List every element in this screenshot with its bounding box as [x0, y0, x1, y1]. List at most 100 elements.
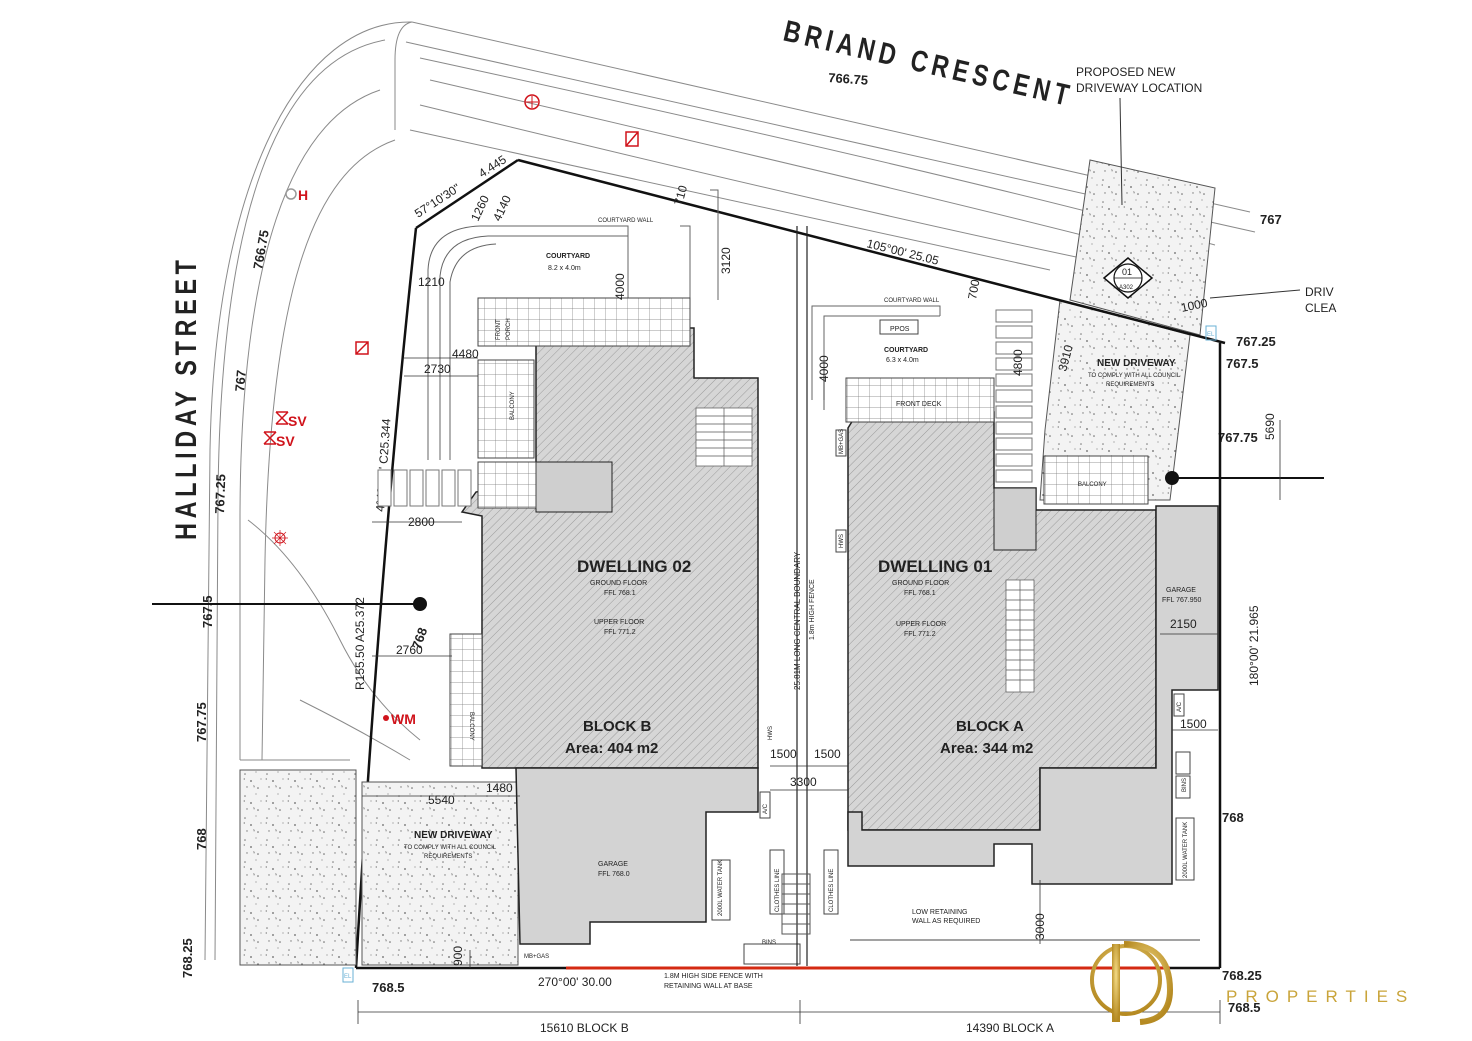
d02-front-porch-2: PORCH	[506, 318, 512, 340]
logo-text: PROPERTIES	[1226, 987, 1415, 1006]
new-driveway-a-line2: REQUIREMENTS	[1106, 382, 1154, 388]
brand-logo: PROPERTIES	[1090, 941, 1415, 1025]
d02-upper-ffl: FFL 771.2	[604, 629, 636, 636]
d02-balcony-side: BALCONY	[468, 712, 474, 741]
dim-3120: 3120	[719, 247, 733, 274]
electric-pit-icon-1	[342, 967, 354, 983]
hydrant-label: H	[298, 187, 308, 203]
pit-icon-west	[355, 341, 369, 355]
d01-garage-ffl: FFL 767.950	[1162, 597, 1202, 604]
central-boundary-line1: 25.81M LONG CENTRAL BOUNDARY	[793, 551, 802, 690]
section-marker-num: 01	[1122, 267, 1132, 277]
proposed-driveway-line2: DRIVEWAY LOCATION	[1076, 81, 1202, 95]
drive-clearance-2: CLEA	[1305, 301, 1336, 315]
d01-ppos-box	[879, 319, 919, 335]
level-west-4: 767.5	[200, 595, 215, 628]
step-blocks-east	[995, 309, 1033, 483]
bearing-south: 270°00' 30.00	[538, 975, 612, 989]
dim-710: 710	[671, 183, 690, 206]
d02-ground-ffl: FFL 768.1	[604, 590, 636, 597]
new-driveway-b-title: NEW DRIVEWAY	[414, 830, 493, 841]
d02-ac: A/C	[763, 803, 769, 814]
level-west-3: 767.25	[212, 474, 228, 514]
dim-2800: 2800	[408, 515, 435, 529]
new-driveway-a-title: NEW DRIVEWAY	[1097, 358, 1176, 369]
dim-2150: 2150	[1170, 617, 1197, 631]
dim-1000: 1000	[1180, 296, 1209, 315]
section-marker: 01 A302	[1102, 257, 1154, 299]
level-north-3: 767.25	[1236, 334, 1276, 349]
front-porch-paving	[477, 297, 691, 347]
dim-3910: 3910	[1055, 343, 1076, 373]
d02-bins	[743, 943, 801, 965]
level-east-3: 768.25	[1222, 968, 1262, 983]
drive-leader	[1209, 289, 1301, 299]
d01-upper-ffl: FFL 771.2	[904, 631, 936, 638]
water-meter-label: WM	[391, 711, 416, 727]
dim-1210: 1210	[418, 275, 445, 289]
d02-courtyard-wall: COURTYARD WALL	[598, 218, 654, 224]
dim-2730: 2730	[424, 362, 451, 376]
d01-front-deck	[845, 377, 995, 423]
d01-clothesline	[823, 849, 839, 915]
d01-courtyard-wall: COURTYARD WALL	[884, 298, 940, 304]
dim-4000-a: 4000	[817, 355, 831, 382]
d02-balcony-upper: BALCONY	[510, 391, 516, 420]
d01-hws-unit	[835, 529, 847, 553]
d02-clothesline	[769, 849, 785, 915]
level-west-7: 768.25	[180, 938, 195, 978]
side-fence-1: 1.8M HIGH SIDE FENCE WITH	[664, 973, 763, 980]
level-east-1: 768	[1222, 810, 1244, 825]
d02-courtyard-size: 8.2 x 4.0m	[548, 265, 581, 272]
street-west: HALLIDAY STREET	[169, 255, 202, 540]
new-driveway-b: NEW DRIVEWAY TO COMPLY WITH ALL COUNCIL …	[239, 769, 519, 966]
manhole-icon	[524, 94, 540, 110]
briand-crescent-label: BRIAND CRESCENT	[780, 14, 1076, 113]
electric-pit-label-1: EL	[344, 974, 352, 980]
logo-ring-icon	[1090, 944, 1162, 1016]
d01-courtyard-size: 6.3 x 4.0m	[886, 357, 919, 364]
step-blocks-west	[377, 469, 472, 507]
d02-area: Area: 404 m2	[565, 740, 658, 757]
d01-upper: UPPER FLOOR	[896, 621, 946, 628]
new-driveway-a-line1: TO COMPLY WITH ALL COUNCIL	[1088, 373, 1181, 379]
street-north: BRIAND CRESCENT	[780, 14, 1076, 113]
low-retaining-1: LOW RETAINING	[912, 909, 967, 916]
d01-front-deck-label: FRONT DECK	[896, 401, 942, 408]
central-boundary-line2: 1.8m HIGH FENCE	[809, 579, 816, 640]
d02-ground: GROUND FLOOR	[590, 580, 647, 587]
central-boundary-fence	[796, 226, 808, 966]
level-north-2: 767	[1260, 212, 1282, 227]
level-west-2: 767	[232, 369, 249, 392]
level-north-5: 767.75	[1218, 430, 1258, 445]
d01-block: BLOCK A	[956, 718, 1024, 735]
level-north-1: 766.75	[828, 70, 869, 88]
d02-ac-unit	[759, 791, 771, 819]
stairs-dwelling-01	[1005, 579, 1035, 693]
d02-clothesline-label: CLOTHES LINE	[775, 869, 781, 912]
arc-west-2: R155.50 A25.372	[353, 597, 367, 690]
dim-1260: 1260	[468, 193, 492, 223]
level-west-5: 767.75	[194, 702, 209, 742]
side-balcony-paving	[449, 633, 483, 767]
note-leader	[1119, 97, 1123, 206]
d02-garage: GARAGE	[598, 861, 628, 868]
services: H SV SV WM EL EL	[263, 94, 1217, 983]
dim-1480: 1480	[486, 781, 513, 795]
d01-balcony	[1043, 455, 1149, 505]
electric-pit-icon-2	[1205, 325, 1217, 341]
d01-tank-label: 2000L WATER TANK	[1183, 822, 1189, 878]
dim-4140: 4140	[490, 193, 514, 223]
d01-ground-ffl: FFL 768.1	[904, 590, 936, 597]
d01-ppos: PPOS	[890, 326, 910, 333]
level-inner-1: 768	[409, 626, 431, 652]
dim-2760: 2760	[396, 643, 423, 657]
d01-ac-unit	[1173, 693, 1185, 717]
d02-mbgas: MB+GAS	[524, 954, 549, 960]
halliday-street-label: HALLIDAY STREET	[169, 255, 202, 540]
d01-ac: A/C	[1177, 701, 1183, 712]
drive-clearance-1: DRIV	[1305, 285, 1334, 299]
d02-hws: HWS	[768, 726, 774, 740]
dim-5690: 5690	[1263, 413, 1277, 440]
